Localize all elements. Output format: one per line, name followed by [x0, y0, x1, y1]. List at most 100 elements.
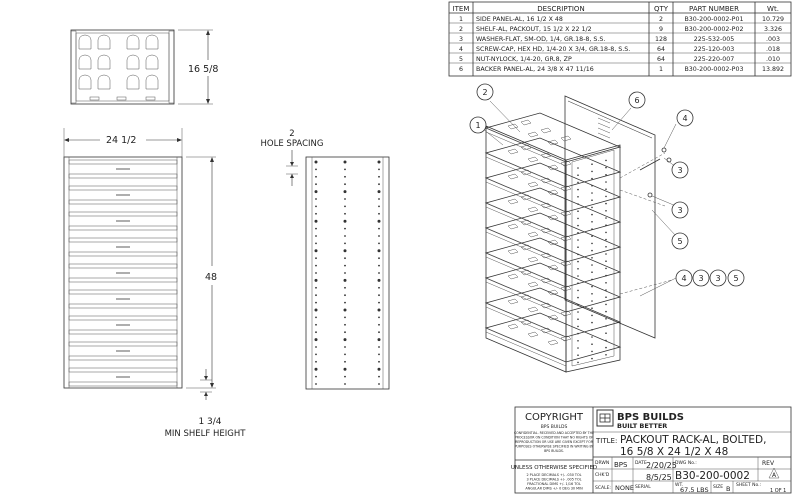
iso-shelf	[484, 162, 622, 213]
shelf-lip	[68, 341, 178, 347]
iso-cutout	[520, 119, 532, 126]
panel-hole	[314, 338, 318, 342]
iso-hole	[605, 253, 607, 255]
shelf-lip	[68, 315, 178, 321]
iso-cutout	[527, 181, 539, 188]
panel-hole	[344, 286, 346, 289]
panel-hole	[314, 367, 318, 371]
drawing-title-line1: PACKOUT RACK-AL, BOLTED,	[620, 434, 766, 446]
iso-hole	[605, 296, 607, 299]
iso-cutout	[540, 277, 552, 284]
iso-hole	[577, 210, 579, 212]
iso-hole	[591, 285, 593, 288]
logo-sub-text: BUILT BETTER	[617, 422, 667, 430]
panel-hole	[315, 198, 317, 200]
iso-hole	[591, 357, 593, 360]
panel-hole	[378, 301, 380, 304]
panel-hole	[314, 308, 318, 312]
iso-cutout	[540, 252, 552, 259]
iso-cutout	[507, 273, 519, 280]
bom-cell: NUT-NYLOCK, 1/4-20, GR.8, ZP	[476, 56, 572, 63]
balloon-label: 6	[634, 96, 639, 105]
scale-value: NONE	[615, 484, 634, 492]
panel-hole	[315, 360, 317, 363]
panel-hole	[378, 294, 380, 297]
iso-hole	[591, 271, 593, 274]
iso-hole	[577, 268, 579, 270]
balloon-label: 5	[733, 274, 738, 283]
balloon	[469, 116, 487, 134]
side-panel-holes	[314, 160, 381, 385]
panel-hole	[315, 301, 317, 304]
iso-hole	[577, 361, 579, 364]
iso-hole	[577, 347, 579, 349]
drawing-title-line2: 16 5/8 X 24 1/2 X 48	[620, 446, 728, 458]
checked-date: 8/5/25	[646, 473, 672, 482]
bom-cell: 225-532-005	[694, 36, 735, 43]
bom-header-item: ITEM	[453, 5, 470, 13]
balloon-label: 3	[715, 274, 720, 283]
width-dimension: 24 1/2	[106, 135, 136, 146]
panel-hole	[344, 346, 346, 348]
iso-hole	[591, 307, 593, 310]
iso-hole	[605, 188, 607, 190]
panel-hole	[315, 286, 317, 289]
panel-hole	[315, 168, 317, 171]
iso-hole	[591, 185, 593, 187]
panel-hole	[378, 235, 380, 237]
iso-hole	[577, 354, 579, 357]
iso-cutout	[507, 148, 519, 155]
iso-hole	[605, 274, 607, 277]
iso-cutout	[547, 164, 559, 171]
iso-hole	[591, 321, 593, 324]
iso-cutout	[507, 198, 519, 205]
iso-shelf	[484, 262, 622, 313]
iso-hole	[605, 210, 607, 212]
panel-hole	[344, 323, 346, 326]
balloon	[476, 83, 494, 101]
iso-cutout	[547, 239, 559, 246]
panel-hole	[315, 183, 317, 186]
shelf-cutout	[126, 54, 140, 70]
iso-hole	[591, 278, 593, 281]
panel-hole	[344, 353, 346, 356]
shelf-cutout	[78, 74, 92, 90]
iso-hole	[577, 260, 579, 263]
bom-cell: SIDE PANEL-AL, 16 1/2 X 48	[476, 16, 563, 23]
panel-hole	[315, 323, 317, 326]
shelf-cutout	[78, 34, 92, 50]
iso-cutout	[540, 202, 552, 209]
iso-hole	[605, 217, 607, 219]
panel-hole	[314, 278, 318, 282]
iso-shelf	[484, 237, 622, 288]
panel-hole	[343, 338, 347, 342]
panel-hole	[377, 338, 381, 342]
weight-value: 67.5 LBS	[680, 486, 709, 494]
front-view: 24 1/2 48 1 3/4 MIN SHELF HEIGHT	[63, 128, 246, 439]
panel-hole	[344, 294, 346, 297]
iso-hole	[577, 304, 579, 306]
logo-main-text: BPS BUILDS	[617, 412, 684, 423]
panel-hole	[378, 360, 380, 363]
drwn-label: DRWN	[595, 460, 609, 466]
panel-hole	[377, 308, 381, 312]
iso-shelf-edge	[485, 177, 567, 217]
bom-cell: 225-220-007	[694, 56, 735, 63]
bom-cell: 10.729	[762, 16, 784, 23]
panel-hole	[378, 168, 380, 171]
iso-hole	[591, 336, 593, 338]
hole-spacing-dimension: 2	[289, 129, 294, 139]
balloon	[709, 269, 727, 287]
shelf-lip	[68, 289, 178, 295]
panel-hole	[344, 264, 346, 267]
iso-hole	[577, 188, 579, 191]
copyright-notice: CONFIDENTIAL. RECEIVED AND ACCEPTED BY T…	[514, 431, 594, 453]
iso-cutout	[507, 323, 519, 330]
bom-cell: .018	[766, 46, 780, 53]
balloon-label: 2	[482, 88, 487, 97]
hole-spacing-label: HOLE SPACING	[261, 139, 324, 149]
iso-hole	[591, 192, 593, 194]
bom-cell: 225-120-003	[694, 46, 735, 53]
